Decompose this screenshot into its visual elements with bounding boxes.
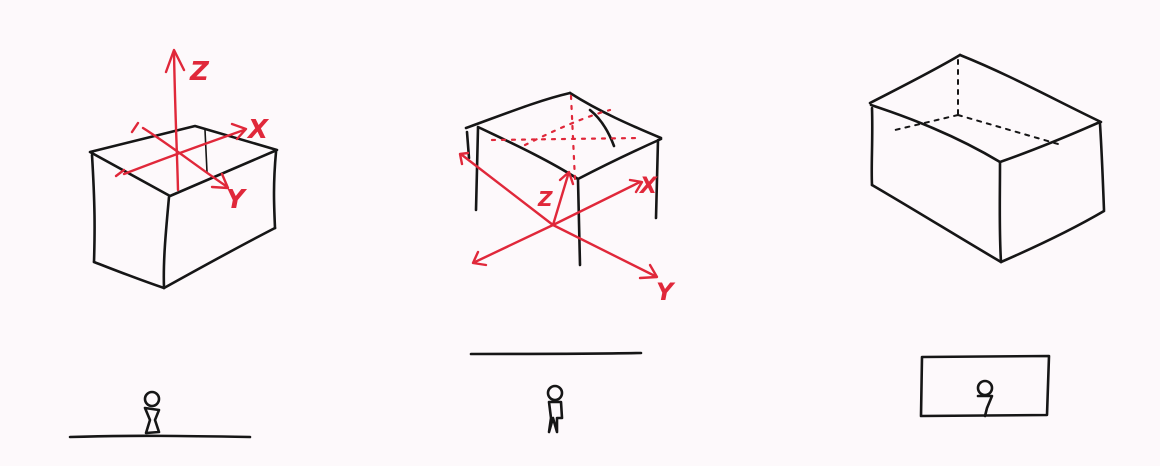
box-from-below-sketch: Z X Y: [460, 93, 676, 432]
box-below: [466, 93, 661, 265]
axes-below: Z X Y: [460, 96, 676, 306]
z-axis-label-above: Z: [189, 57, 210, 87]
box-from-inside-sketch: [870, 55, 1104, 416]
axes-above: Z X Y: [116, 50, 270, 215]
box-from-above-sketch: Z X Y: [70, 50, 277, 437]
x-axis-label-above: X: [246, 115, 270, 145]
observer-inside: [921, 356, 1049, 416]
observer-above: [70, 392, 250, 437]
observer-below: [471, 353, 641, 432]
y-axis-label-above: Y: [226, 185, 248, 215]
z-axis-label-below: Z: [537, 187, 553, 211]
y-axis-label-below: Y: [656, 278, 676, 306]
x-axis-label-below: X: [638, 174, 658, 199]
open-box-above: [90, 126, 277, 288]
box-inside: [870, 55, 1104, 262]
